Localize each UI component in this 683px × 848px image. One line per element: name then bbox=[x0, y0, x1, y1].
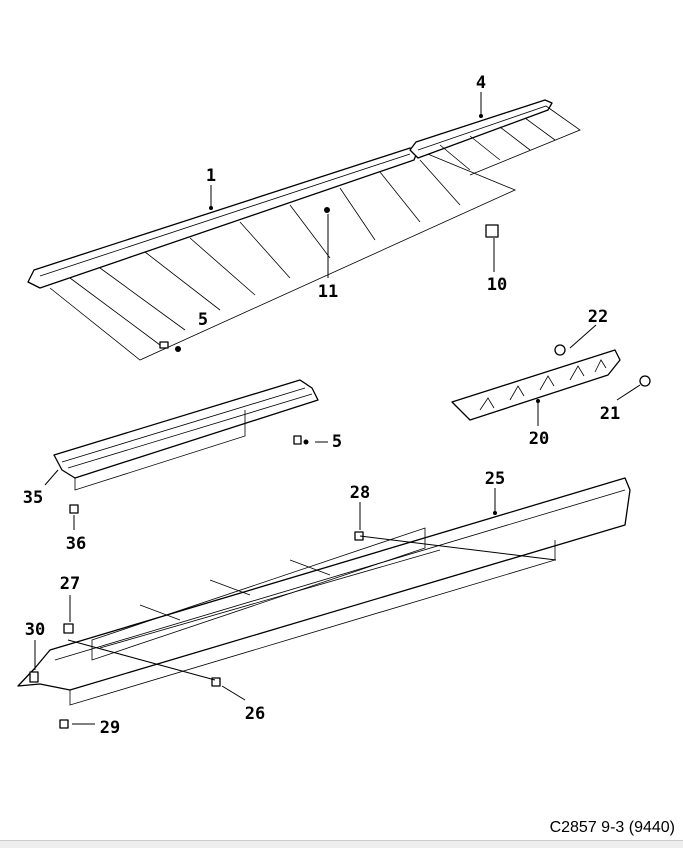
part-5-fastener-upper bbox=[159, 341, 181, 352]
leader-lines bbox=[34, 92, 641, 725]
callout-30: 30 bbox=[25, 620, 45, 640]
callout-20: 20 bbox=[529, 429, 549, 449]
part-35-sill-trim bbox=[53, 379, 319, 491]
callout-27: 27 bbox=[60, 574, 80, 594]
callout-5-middle: 5 bbox=[332, 432, 342, 452]
callout-5-upper: 5 bbox=[198, 310, 208, 330]
part-1-sill-moulding bbox=[27, 147, 517, 361]
part-28-clip bbox=[354, 531, 364, 541]
callout-10: 10 bbox=[487, 275, 507, 295]
part-5-fastener-middle bbox=[293, 435, 309, 445]
part-22-clip bbox=[554, 344, 566, 356]
part-4-sill-moulding-rear bbox=[409, 99, 581, 176]
callout-26: 26 bbox=[245, 704, 265, 724]
part-11-clip bbox=[324, 207, 330, 213]
diagram-caption: C2857 9-3 (9440) bbox=[549, 819, 675, 836]
callout-21: 21 bbox=[600, 404, 620, 424]
part-25-rocker-panel bbox=[17, 477, 631, 706]
part-30-clip bbox=[29, 671, 39, 683]
callout-11: 11 bbox=[318, 282, 338, 302]
part-29-fastener bbox=[59, 719, 69, 729]
bottom-border bbox=[0, 840, 683, 848]
callout-4: 4 bbox=[476, 73, 486, 93]
callout-1: 1 bbox=[206, 166, 216, 186]
part-36-fastener bbox=[69, 504, 79, 514]
callout-22: 22 bbox=[588, 307, 608, 327]
callout-25: 25 bbox=[485, 469, 505, 489]
callout-29: 29 bbox=[100, 718, 120, 738]
part-20-bracket bbox=[451, 349, 621, 421]
part-27-clip bbox=[63, 623, 74, 634]
callout-36: 36 bbox=[66, 534, 86, 554]
part-10-clip bbox=[485, 224, 499, 238]
callout-28: 28 bbox=[350, 483, 370, 503]
part-21-clip bbox=[639, 375, 651, 387]
callout-35: 35 bbox=[23, 488, 43, 508]
